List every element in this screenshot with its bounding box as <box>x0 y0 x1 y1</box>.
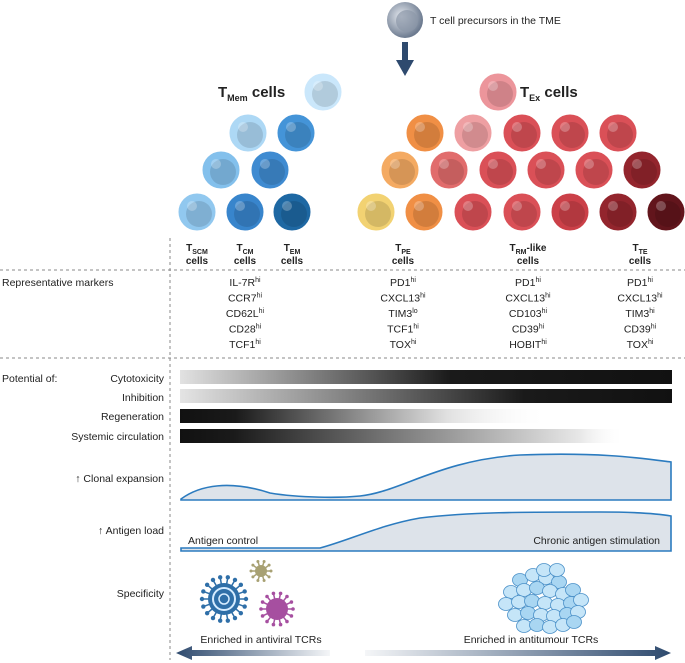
down-arrow-icon <box>396 42 414 76</box>
subset-tcm-label: TCM <box>237 243 254 256</box>
inhibition-bar <box>180 389 672 403</box>
marker-0-0: IL-7Rhi <box>229 277 261 289</box>
subset-tpe-cells: cells <box>392 256 415 267</box>
subset-tpe-label: TPE <box>395 243 411 256</box>
cell-4 <box>250 150 290 190</box>
potential-label-inhibition: Inhibition <box>122 392 164 404</box>
cell-18 <box>574 150 614 190</box>
cell-0 <box>303 72 343 112</box>
marker-0-2: CD62Lhi <box>226 308 265 320</box>
cell-3 <box>201 150 241 190</box>
antigen-load-label: ↑ Antigen load <box>98 525 164 537</box>
marker-3-4: TOXhi <box>627 339 654 351</box>
tex-title: TEx cells <box>520 84 578 103</box>
antitumour-arrow <box>365 646 671 660</box>
cell-11 <box>502 113 542 153</box>
cell-8 <box>478 72 518 112</box>
potential-label-regeneration: Regeneration <box>101 411 164 423</box>
markers-row-label: Representative markers <box>2 277 113 289</box>
clonal-expansion-label: ↑ Clonal expansion <box>75 473 164 485</box>
virus-purple-icon <box>259 591 295 627</box>
regeneration-bar <box>180 409 550 423</box>
cell-24 <box>550 192 590 232</box>
antiviral-text: Enriched in antiviral TCRs <box>200 634 321 646</box>
subset-tcm-cells: cells <box>234 256 257 267</box>
marker-1-2: TIM3lo <box>388 308 417 320</box>
marker-1-1: CXCL13hi <box>380 293 426 305</box>
potential-prefix: Potential of: <box>2 373 57 385</box>
clonal-expansion-curve <box>180 453 672 501</box>
virus-small-icon <box>249 559 273 583</box>
cell-10 <box>453 113 493 153</box>
specificity-label: Specificity <box>117 588 165 600</box>
marker-0-3: CD28hi <box>229 324 262 336</box>
circulation-bar <box>180 429 625 443</box>
marker-2-1: CXCL13hi <box>505 293 551 305</box>
cell-1 <box>228 113 268 153</box>
marker-1-4: TOXhi <box>390 339 417 351</box>
marker-3-3: CD39hi <box>624 324 657 336</box>
cell-16 <box>478 150 518 190</box>
cell-9 <box>405 113 445 153</box>
subset-tte-label: TTE <box>632 243 647 256</box>
cell-19 <box>622 150 662 190</box>
cytotoxicity-bar <box>180 370 672 384</box>
cell-6 <box>225 192 265 232</box>
marker-0-1: CCR7hi <box>228 293 262 305</box>
tmem-title: TMem cells <box>218 84 285 103</box>
subset-labels: TSCM cells TCM cells TEM cells TPE cells… <box>186 243 652 267</box>
marker-2-3: CD39hi <box>512 324 545 336</box>
marker-2-4: HOBIThi <box>509 339 547 351</box>
antigen-control-text: Antigen control <box>188 535 258 547</box>
cell-20 <box>356 192 396 232</box>
subset-tte-cells: cells <box>629 256 652 267</box>
marker-2-2: CD103hi <box>509 308 548 320</box>
cell-15 <box>429 150 469 190</box>
cell-5 <box>177 192 217 232</box>
cell-26 <box>646 192 685 232</box>
subset-tem-label: TEM <box>284 243 301 256</box>
cell-14 <box>380 150 420 190</box>
cell-2 <box>276 113 316 153</box>
marker-3-0: PD1hi <box>627 277 653 289</box>
precursor-label: T cell precursors in the TME <box>430 15 561 27</box>
marker-3-1: CXCL13hi <box>617 293 663 305</box>
marker-columns: IL-7RhiCCR7hiCD62LhiCD28hiTCF1hiPD1hiCXC… <box>226 277 663 351</box>
marker-0-4: TCF1hi <box>229 339 261 351</box>
marker-1-0: PD1hi <box>390 277 416 289</box>
antitumour-text: Enriched in antitumour TCRs <box>464 634 599 646</box>
subset-tscm-cells: cells <box>186 256 209 267</box>
potential-label-circulation: Systemic circulation <box>71 431 164 443</box>
cell-7 <box>272 192 312 232</box>
cell-clusters <box>177 72 685 232</box>
cell-22 <box>453 192 493 232</box>
marker-2-0: PD1hi <box>515 277 541 289</box>
cell-23 <box>502 192 542 232</box>
chronic-antigen-text: Chronic antigen stimulation <box>533 535 660 547</box>
subset-tscm-label: TSCM <box>186 243 208 256</box>
potential-label-cytotoxicity: Cytotoxicity <box>110 373 164 385</box>
cell-12 <box>550 113 590 153</box>
subset-tem-cells: cells <box>281 256 304 267</box>
cell-13 <box>598 113 638 153</box>
antiviral-arrow <box>176 646 330 660</box>
marker-3-2: TIM3hi <box>625 308 655 320</box>
antigen-load-curve <box>180 511 672 552</box>
virus-large-icon <box>199 575 249 623</box>
cell-25 <box>598 192 638 232</box>
subset-trm-cells: cells <box>517 256 540 267</box>
marker-1-3: TCF1hi <box>387 324 419 336</box>
tumour-cluster-icon <box>498 563 589 634</box>
precursor-cell-icon <box>387 2 423 38</box>
subset-trm-label: TRM-like <box>509 243 546 256</box>
cell-21 <box>404 192 444 232</box>
cell-17 <box>526 150 566 190</box>
